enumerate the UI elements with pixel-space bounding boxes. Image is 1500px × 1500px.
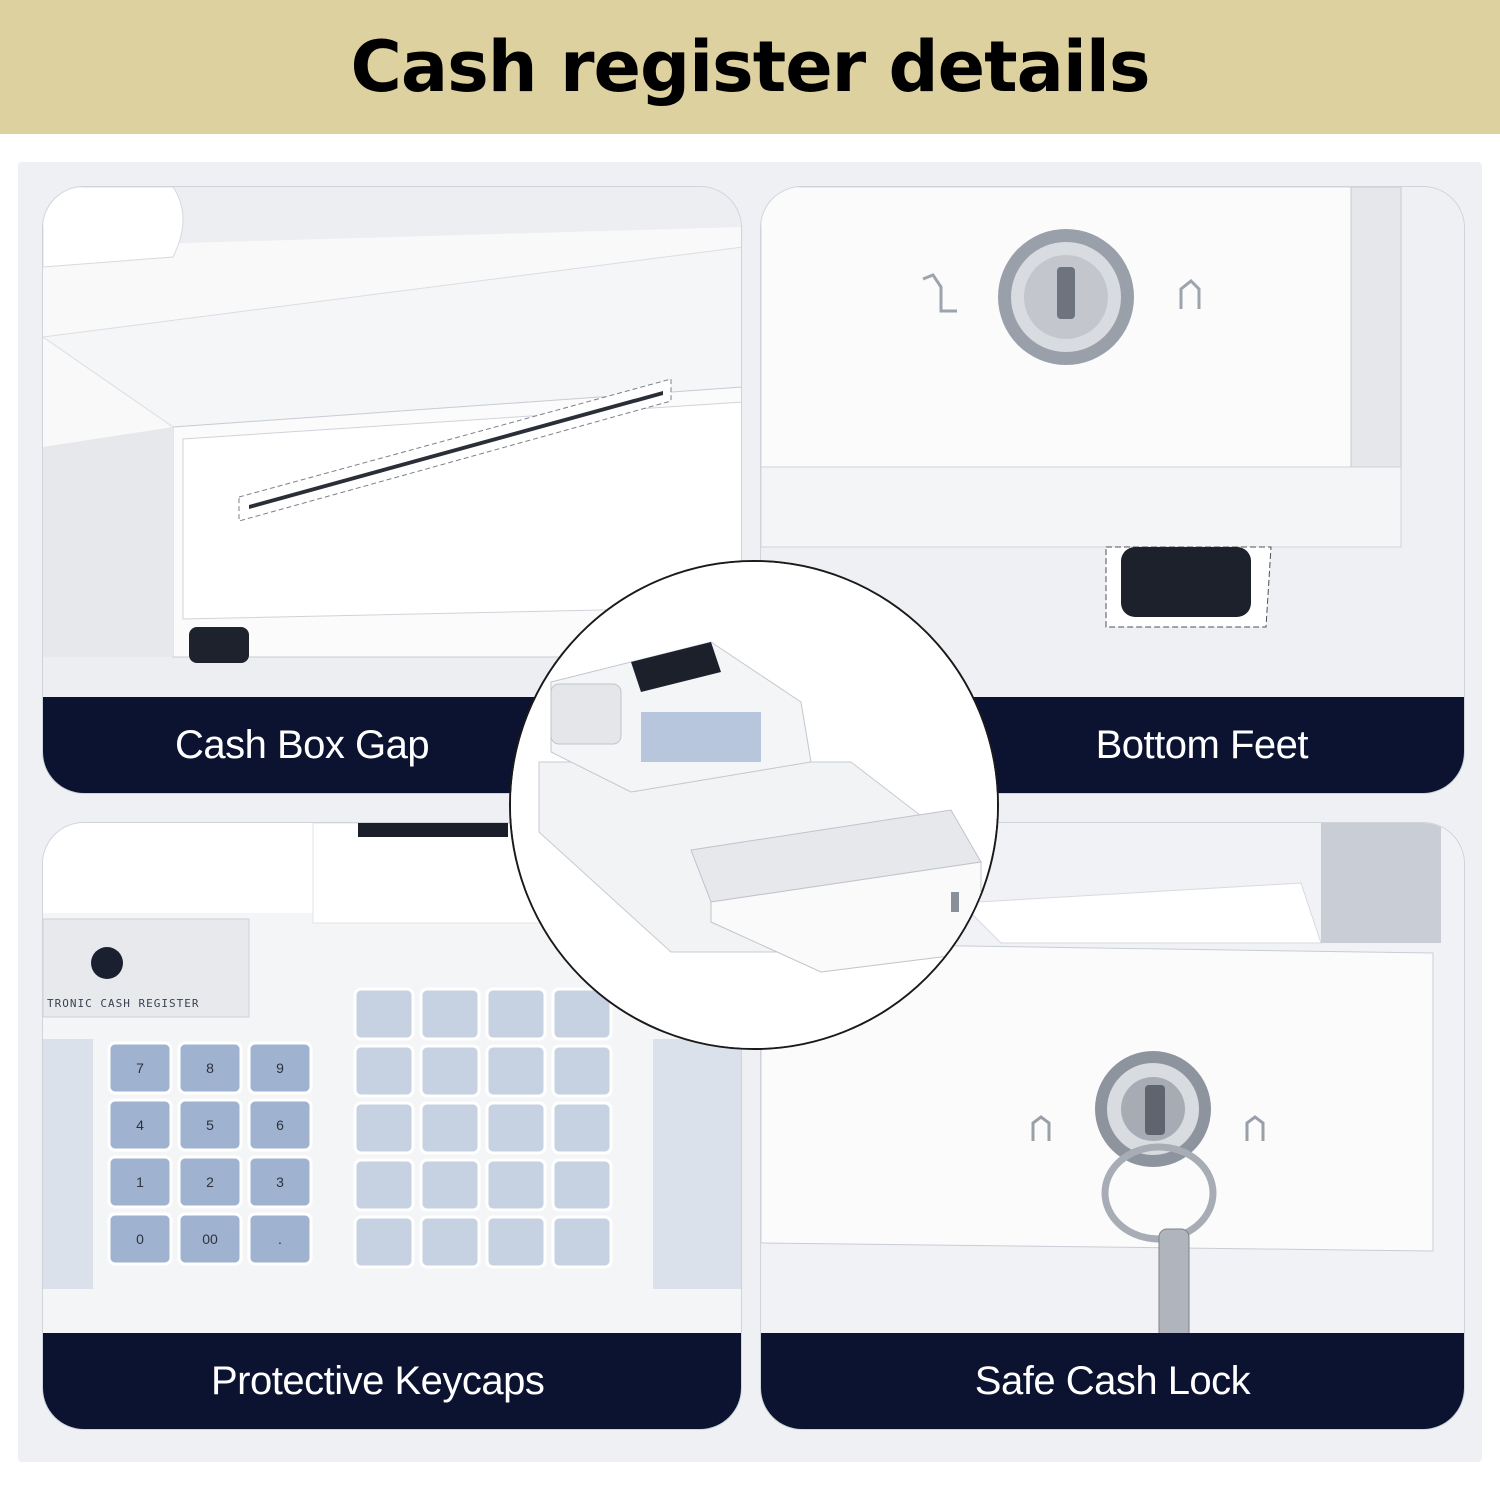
keycap-label: 0 [136, 1231, 144, 1247]
register-keys [641, 712, 761, 762]
register-badge-text: TRONIC CASH REGISTER [47, 997, 200, 1010]
keycap-label: 3 [276, 1174, 284, 1190]
function-keycap [419, 1101, 481, 1155]
keycap-label: 6 [276, 1117, 284, 1133]
page-title: Cash register details [350, 26, 1150, 108]
keycap-label: 5 [206, 1117, 214, 1133]
function-keycap [353, 1158, 415, 1212]
keycap: 0 [107, 1212, 173, 1266]
keycap: 3 [247, 1155, 313, 1209]
keycap-label: 00 [202, 1231, 218, 1247]
function-keycap [551, 1044, 613, 1098]
function-keycap [353, 987, 415, 1041]
label-bar: Safe Cash Lock [761, 1333, 1464, 1429]
cash-register-icon [511, 562, 997, 1048]
panel-label: Cash Box Gap [175, 722, 430, 767]
keycap-label: 2 [206, 1174, 214, 1190]
panel-label: Bottom Feet [1095, 722, 1309, 767]
rubber-foot-icon [761, 187, 1464, 793]
function-keycap [485, 1101, 547, 1155]
keycap-label: 7 [136, 1060, 144, 1076]
keycap: 7 [107, 1041, 173, 1095]
panel-label: Protective Keycaps [211, 1358, 545, 1403]
header-banner: Cash register details [0, 0, 1500, 134]
function-keycap [485, 1158, 547, 1212]
panel-label: Safe Cash Lock [974, 1358, 1251, 1403]
register-overview-circle [509, 560, 999, 1050]
keycap: 9 [247, 1041, 313, 1095]
keycap-label: 9 [276, 1060, 284, 1076]
function-keycap [353, 1101, 415, 1155]
keycap: 2 [177, 1155, 243, 1209]
keycap: 00 [177, 1212, 243, 1266]
function-keycap [419, 1215, 481, 1269]
keycap-label: 8 [206, 1060, 214, 1076]
function-keycap [551, 1158, 613, 1212]
function-keycap [485, 1044, 547, 1098]
label-bar: Protective Keycaps [43, 1333, 741, 1429]
function-keycap [419, 1044, 481, 1098]
panel-bottom-feet: Bottom Feet [760, 186, 1465, 794]
keycap-label: 1 [136, 1174, 144, 1190]
function-keycap [353, 1044, 415, 1098]
function-keycap [353, 1215, 415, 1269]
function-keycap [551, 1101, 613, 1155]
keycap: 1 [107, 1155, 173, 1209]
keycap: 4 [107, 1098, 173, 1152]
keycap: 8 [177, 1041, 243, 1095]
keycap: 5 [177, 1098, 243, 1152]
function-keycap [485, 1215, 547, 1269]
keycap-label: . [278, 1231, 282, 1247]
function-keycap [551, 1215, 613, 1269]
function-keycap [419, 987, 481, 1041]
keycap-label: 4 [136, 1117, 144, 1133]
keycap: 6 [247, 1098, 313, 1152]
keycap: . [247, 1212, 313, 1266]
function-keycap [419, 1158, 481, 1212]
